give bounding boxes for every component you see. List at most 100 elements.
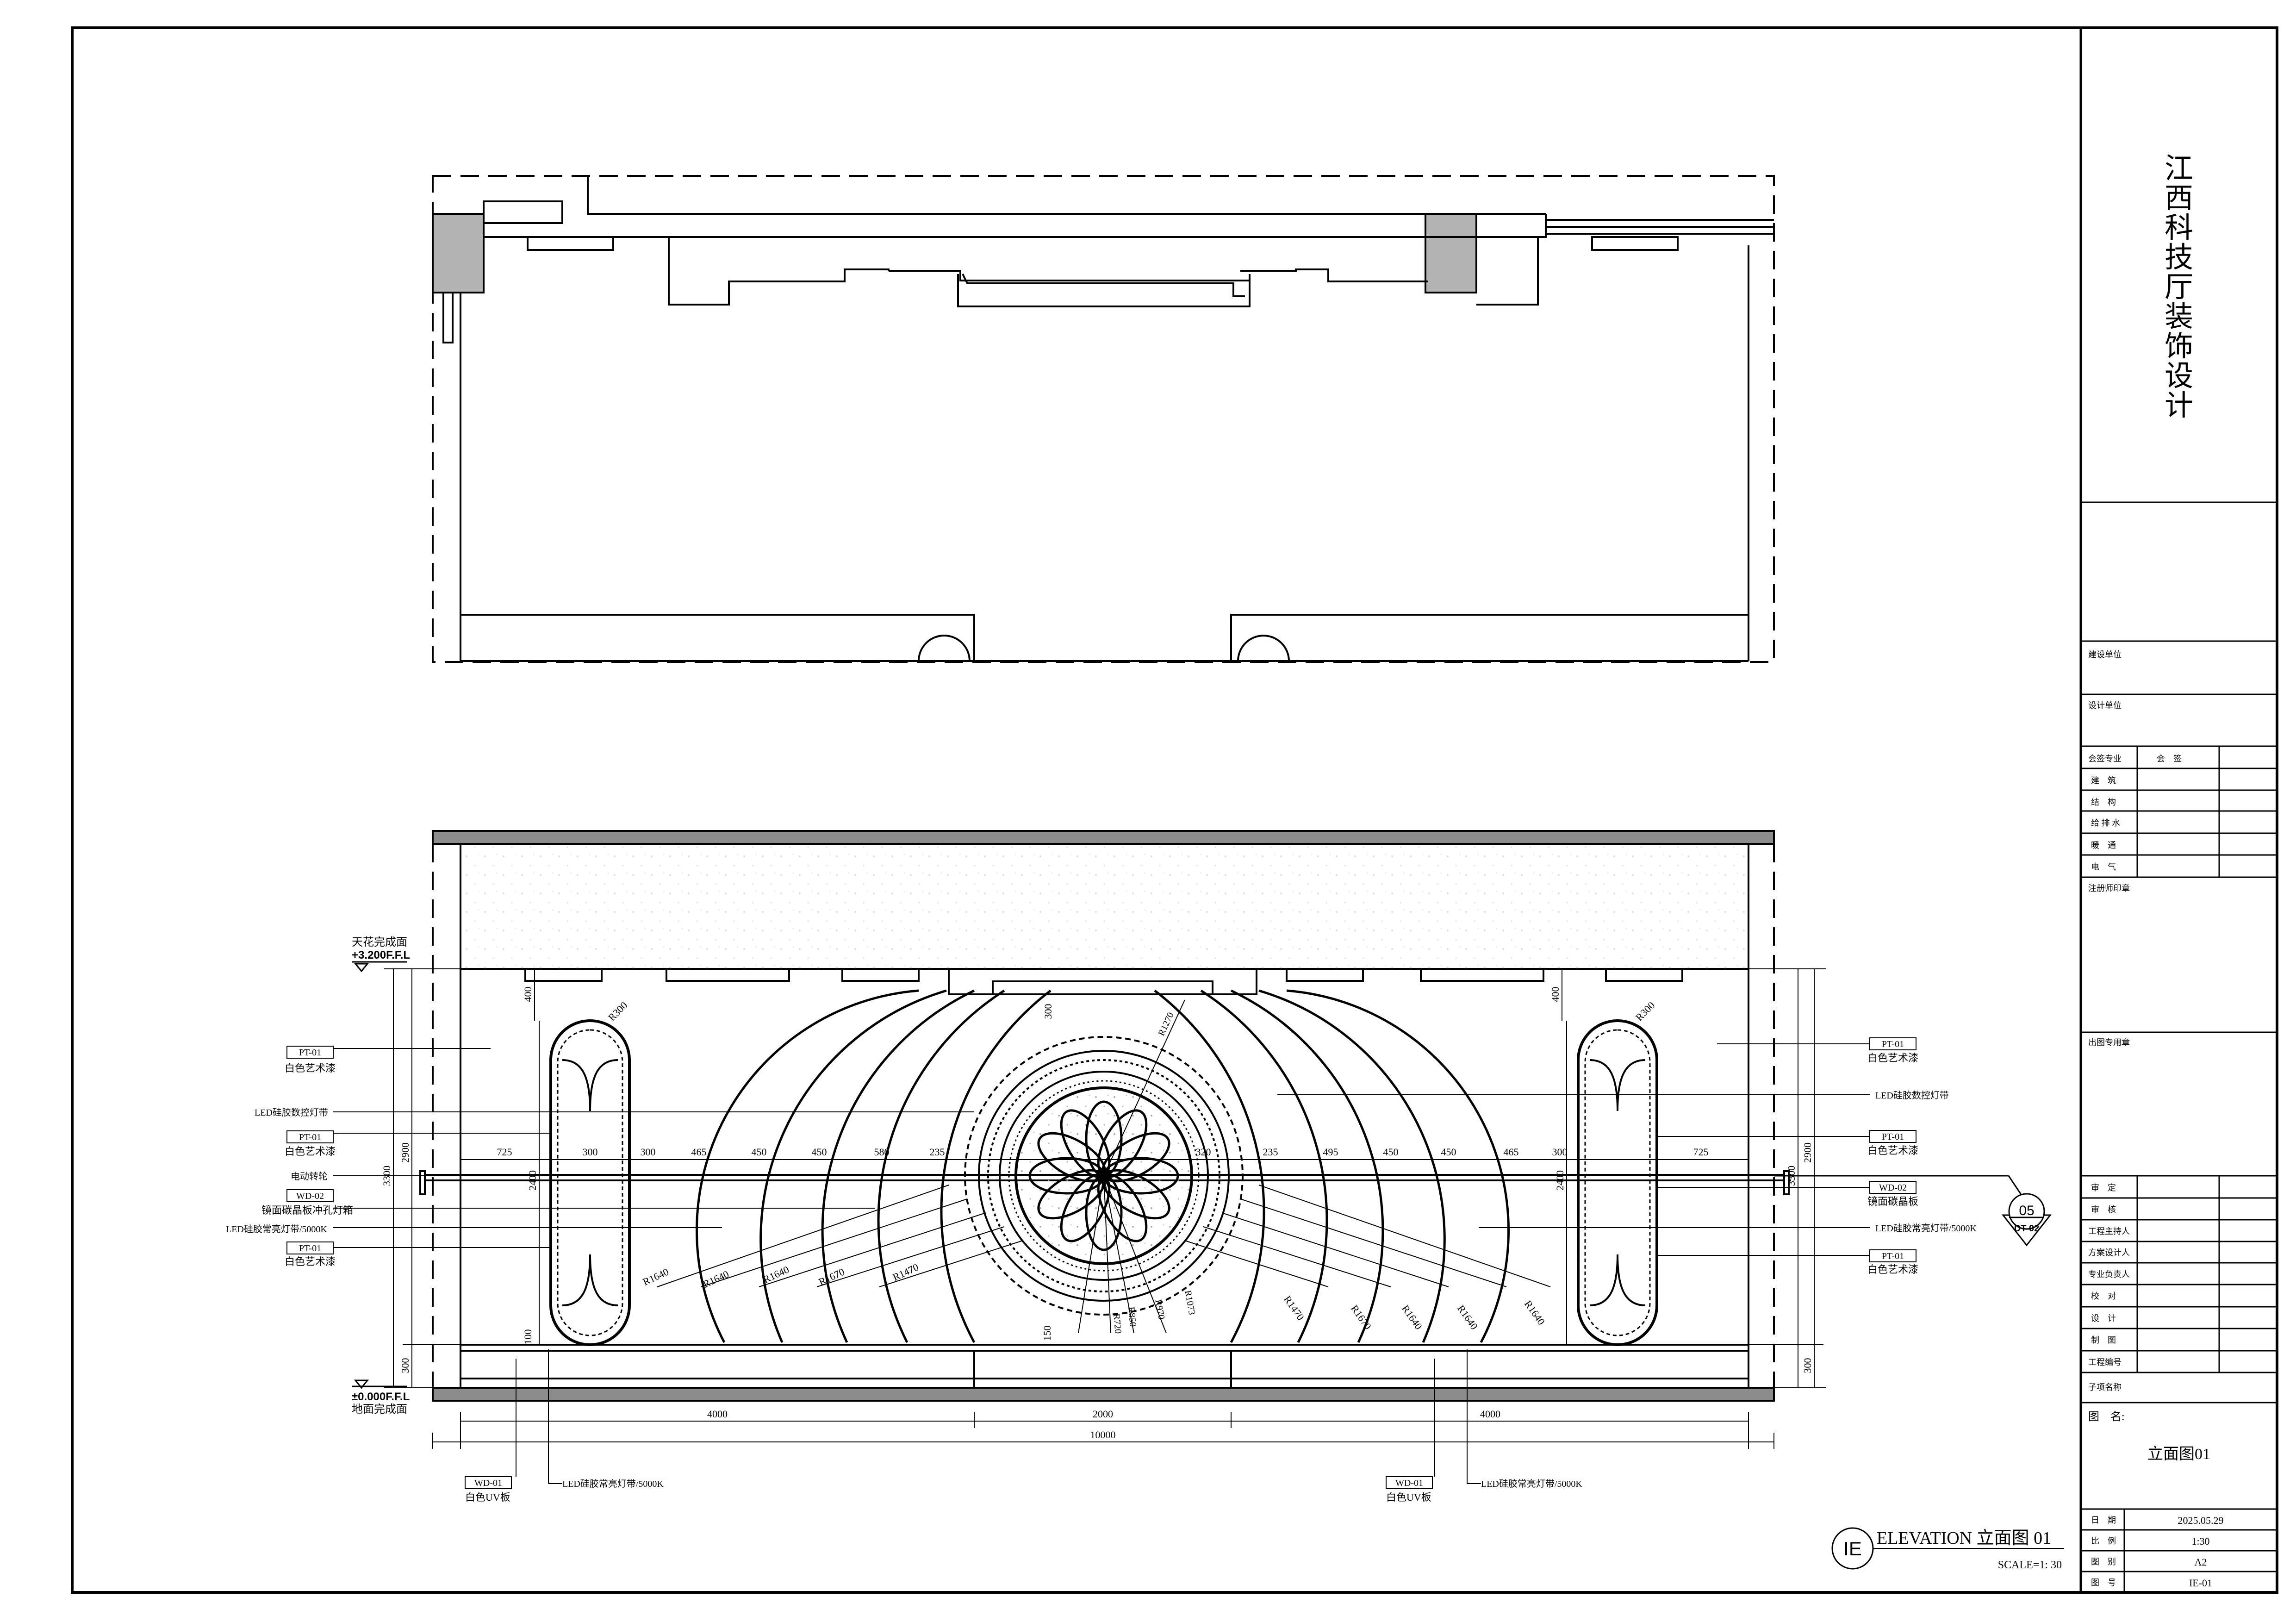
level-marks	[352, 961, 407, 1389]
top-plan-view	[432, 175, 1775, 663]
discipline-architecture: 建 筑	[2091, 776, 2116, 785]
right-callout-5-desc: LED硅胶常亮灯带/5000K	[1875, 1223, 1977, 1234]
decor-arcs	[696, 989, 1510, 1343]
arc-right-4	[1200, 989, 1328, 1343]
dim-row-11: 495	[1323, 1146, 1338, 1158]
top-plan-column-right	[1425, 213, 1477, 293]
dim-left-wall: 2900	[399, 1142, 411, 1163]
rosette-ring-outer	[964, 1036, 1244, 1316]
dim-row-14: 465	[1504, 1146, 1519, 1158]
left-callout-1-desc: 白色艺术漆	[285, 1062, 336, 1074]
arc-left-4	[877, 989, 1005, 1343]
dim-row-7: 580	[874, 1146, 890, 1158]
dim-bottom-2: 2000	[1093, 1408, 1113, 1420]
drawing-name: 立面图01	[2147, 1445, 2210, 1463]
right-callout-4-desc: 镜面碳晶板	[1867, 1196, 1918, 1207]
dim-oval-right-top: 400	[1549, 987, 1561, 1002]
dim-row-15: 300	[1552, 1146, 1568, 1158]
dim-row-2: 300	[583, 1146, 598, 1158]
right-callout-3-code: PT-01	[1882, 1132, 1904, 1142]
floor-level-label: 地面完成面	[352, 1403, 407, 1416]
bottom-callout-1-code: WD-01	[474, 1478, 502, 1488]
left-leader-lines	[333, 1048, 974, 1248]
section-marker	[1774, 1175, 2052, 1247]
dim-right-total: 3300	[1786, 1166, 1797, 1186]
designer-label: 设计单位	[2088, 701, 2122, 710]
ceiling-level-label: 天花完成面	[352, 936, 407, 948]
radius-left-2: R1640	[701, 1268, 731, 1290]
left-callout-6-desc: LED硅胶常亮灯带/5000K	[226, 1224, 327, 1235]
right-callout-2-desc: LED硅胶数控灯带	[1875, 1090, 1949, 1101]
bottom-callout-1-desc: 白色UV板	[465, 1491, 510, 1503]
info-date-label: 日 期	[2091, 1516, 2116, 1525]
drawing-tag-scale: SCALE=1: 30	[1998, 1559, 2062, 1571]
right-callout-1-desc: 白色艺术漆	[1867, 1052, 1918, 1064]
left-callouts: PT-01 白色艺术漆 LED硅胶数控灯带 PT-01 白色艺术漆 电动转轮 W…	[226, 1046, 353, 1267]
role-scheme-designer: 方案设计人	[2088, 1248, 2130, 1257]
radius-left-3: R1640	[761, 1263, 791, 1285]
arc-right-2	[1258, 989, 1446, 1343]
info-scale-value: 1:30	[2191, 1535, 2209, 1547]
role-approve: 审 定	[2091, 1183, 2116, 1192]
dim-oval-right-height: 2400	[1554, 1170, 1566, 1191]
radius-right-3: R1640	[1400, 1303, 1425, 1331]
dim-right-base: 300	[1802, 1358, 1813, 1373]
dim-row-9: 320	[1196, 1146, 1211, 1158]
left-callout-5-desc: 镜面碳晶板冲孔灯箱	[261, 1204, 353, 1216]
discipline-hvac: 暖 通	[2091, 841, 2116, 850]
radius-right-4: R1640	[1455, 1303, 1480, 1331]
floor-slab	[432, 1387, 1775, 1402]
section-marker-ref: DT-02	[2014, 1223, 2039, 1234]
radius-center-4: R850	[1126, 1306, 1138, 1327]
dim-row-16: 725	[1693, 1146, 1709, 1158]
dim-row-13: 450	[1441, 1146, 1456, 1158]
bottom-callout-1-led: LED硅胶常亮灯带/5000K	[562, 1479, 664, 1489]
discipline-plumbing: 给 排 水	[2091, 818, 2120, 828]
radius-center-2: R1073	[1182, 1290, 1197, 1316]
dim-center-bottom: 150	[1041, 1326, 1053, 1341]
radius-center-3: R970	[1153, 1299, 1166, 1321]
info-sheet-value: A2	[2195, 1556, 2207, 1568]
left-callout-7-code: PT-01	[299, 1243, 321, 1254]
dimension-lines	[384, 968, 1826, 1449]
role-review: 审 核	[2091, 1205, 2116, 1214]
radius-left-5: R1470	[891, 1261, 921, 1283]
left-callout-5-code: WD-02	[296, 1191, 324, 1201]
dim-oval-left-bottom: 100	[522, 1329, 534, 1345]
rosette-ring-2	[978, 1050, 1230, 1302]
dim-row-12: 450	[1383, 1146, 1399, 1158]
elevation-view: 天花完成面 +3.200F.F.L ±0.000F.F.L 地面完成面 PT-0…	[226, 830, 2064, 1571]
radius-right-1: R1470	[1282, 1293, 1307, 1322]
right-leader-lines	[1277, 1043, 1870, 1256]
dim-oval-left-top: 400	[522, 987, 534, 1002]
arc-right-1	[1286, 989, 1510, 1343]
drawing-tag-title: ELEVATION 立面图 01	[1877, 1528, 2051, 1548]
drawing-seal-label: 出图专用章	[2088, 1038, 2130, 1047]
arc-left-5	[940, 990, 1052, 1343]
dim-left-total: 3300	[381, 1166, 392, 1186]
dim-row-5: 450	[752, 1146, 767, 1158]
drawing-tag: IE ELEVATION 立面图 01 SCALE=1: 30	[1831, 1527, 2064, 1571]
left-callout-2-desc: LED硅胶数控灯带	[255, 1107, 328, 1118]
dim-right-wall: 2900	[1802, 1142, 1813, 1163]
decor-ovals	[549, 1019, 1658, 1346]
arc-left-2	[759, 989, 947, 1343]
project-name: 江西科技厅装饰设计	[2165, 153, 2193, 422]
discipline-electrical: 电 气	[2091, 862, 2116, 872]
dim-left-base: 300	[399, 1358, 411, 1373]
client-label: 建设单位	[2088, 650, 2122, 659]
dim-row-8: 235	[930, 1146, 945, 1158]
dim-bottom-3: 4000	[1480, 1408, 1500, 1420]
role-subitem-name: 子项名称	[2088, 1383, 2122, 1392]
radius-center-1: R1270	[1156, 1011, 1176, 1038]
dim-row-6: 450	[812, 1146, 827, 1158]
role-project-lead: 工程主持人	[2088, 1227, 2130, 1236]
role-checker: 校 对	[2091, 1291, 2116, 1301]
dim-oval-left-height: 2400	[527, 1170, 538, 1191]
registered-seal-label: 注册师印章	[2088, 884, 2130, 893]
ceiling-hatch	[461, 844, 1748, 968]
right-callout-1-code: PT-01	[1882, 1039, 1904, 1049]
bottom-callouts: WD-01 白色UV板 LED硅胶常亮灯带/5000K WD-01 白色UV板 …	[465, 1476, 1582, 1503]
